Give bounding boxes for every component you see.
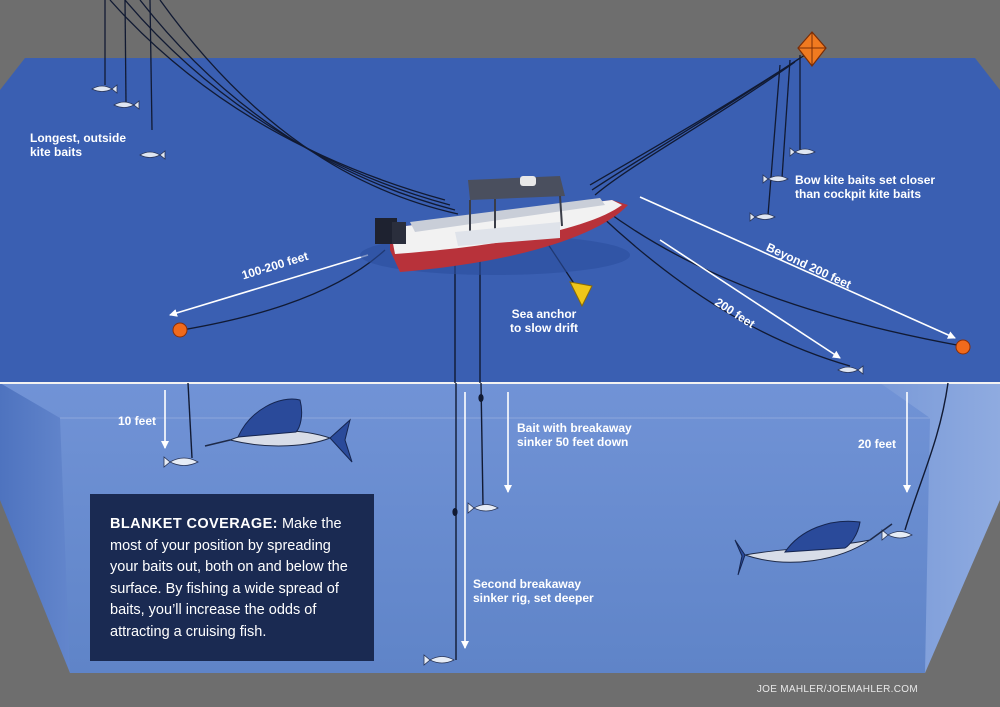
boat-icon [360,176,630,275]
depth-20-label: 20 feet [858,437,897,451]
blanket-coverage-note: BLANKET COVERAGE: Make the most of your … [90,494,374,661]
breakaway-50-label: Bait with breakaway sinker 50 feet down [517,421,632,449]
kite-lines-right [589,54,806,216]
buoy-left [172,322,188,338]
outside-kite-label: Longest, outside kite baits [30,131,126,159]
baitfish-surface [91,84,864,375]
sailfish-right-icon [734,520,893,576]
sailfish-left-icon [204,398,353,463]
kite-lines-left [104,0,459,215]
second-breakaway-label: Second breakaway sinker rig, set deeper [473,577,594,605]
baitfish-underwater [163,456,913,666]
buoy-right [955,339,971,355]
bottom-grey [0,673,1000,707]
sea-anchor-label: Sea anchor to slow drift [510,307,578,335]
bow-kite-label: Bow kite baits set closer than cockpit k… [795,173,936,201]
illustration-credit: JOE MAHLER/JOEMAHLER.COM [756,684,918,695]
note-title: BLANKET COVERAGE: [110,516,278,532]
kite-icon [797,31,827,67]
arrows [161,196,956,649]
note-body: Make the most of your position by spread… [110,516,348,640]
sea-anchor-icon [569,281,593,308]
depth-10-label: 10 feet [118,414,157,428]
